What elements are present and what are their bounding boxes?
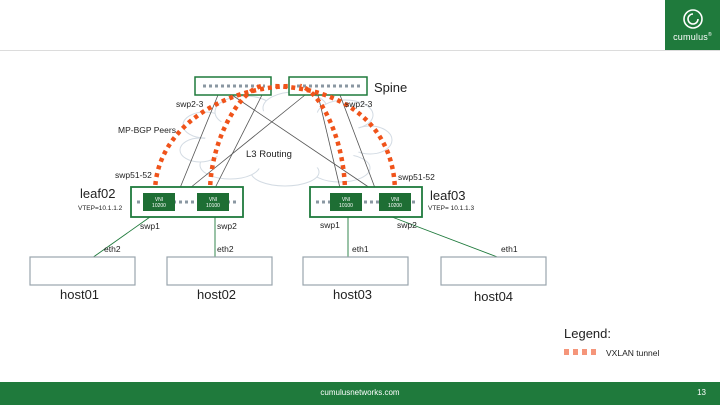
network-diagram: Spine swp2-3 swp2-3 MP-BGP Peers L3 Rout… xyxy=(29,76,660,358)
page-number: 13 xyxy=(697,388,706,397)
leaf03-vni-left-label: VNI xyxy=(342,197,350,203)
leaf02-uplink-label: swp51-52 xyxy=(115,170,152,180)
footer-bar: cumulusnetworks.com 13 xyxy=(0,382,720,405)
host01-name: host01 xyxy=(60,287,99,302)
host03-box xyxy=(302,256,409,286)
legend-item-label: VXLAN tunnel xyxy=(606,348,660,358)
host02-name: host02 xyxy=(197,287,236,302)
leaf02-vni-left-label: VNI xyxy=(155,197,163,203)
leaf03-vni-right-id: 10200 xyxy=(388,203,402,209)
spine-port-left: swp2-3 xyxy=(176,99,204,109)
leaf02-vtep: VTEP=10.1.1.2 xyxy=(78,205,123,212)
leaf03-vni-right-label: VNI xyxy=(391,197,399,203)
leaf03-name: leaf03 xyxy=(430,188,465,203)
spine-port-right: swp2-3 xyxy=(345,99,373,109)
leaf02-vni-left-id: 10200 xyxy=(152,203,166,209)
vxlan-tunnels xyxy=(152,83,398,194)
host02-iface: eth2 xyxy=(217,244,234,254)
host04-name: host04 xyxy=(474,289,513,304)
leaf-host-links xyxy=(91,216,501,259)
host03-name: host03 xyxy=(333,287,372,302)
host01-box xyxy=(29,256,136,286)
leaf03-port2: swp2 xyxy=(397,220,417,230)
header-rule xyxy=(0,50,720,51)
leaf03-switch xyxy=(309,186,423,218)
host04-iface: eth1 xyxy=(501,244,518,254)
hosts xyxy=(29,256,547,286)
leaf02-name: leaf02 xyxy=(80,186,115,201)
host04-box xyxy=(440,256,547,286)
spine-leaf-links xyxy=(179,94,376,189)
host01-iface: eth2 xyxy=(104,244,121,254)
leaf03-vni-left-id: 10100 xyxy=(339,203,353,209)
legend-title: Legend: xyxy=(564,326,611,341)
leaf03-uplink-label: swp51-52 xyxy=(398,172,435,182)
leaf02-port2: swp2 xyxy=(217,221,237,231)
leaf03-port1: swp1 xyxy=(320,220,340,230)
mpbgp-label: MP-BGP Peers xyxy=(118,125,176,135)
l3-routing-label: L3 Routing xyxy=(246,149,292,160)
cumulus-logo: cumulus® xyxy=(665,0,720,50)
spine-label: Spine xyxy=(374,80,407,95)
leaf02-port1: swp1 xyxy=(140,221,160,231)
cumulus-swirl-icon xyxy=(682,9,703,29)
leaf02-vni-right-id: 10100 xyxy=(206,203,220,209)
leaf02-vni-right-label: VNI xyxy=(209,197,217,203)
logo-mark: ® xyxy=(708,32,712,38)
footer-url: cumulusnetworks.com xyxy=(320,388,400,397)
leaf03-vtep: VTEP= 10.1.1.3 xyxy=(428,205,474,212)
leaf02-switch xyxy=(130,186,244,218)
logo-text: cumulus xyxy=(673,32,709,42)
host02-box xyxy=(166,256,273,286)
host03-iface: eth1 xyxy=(352,244,369,254)
